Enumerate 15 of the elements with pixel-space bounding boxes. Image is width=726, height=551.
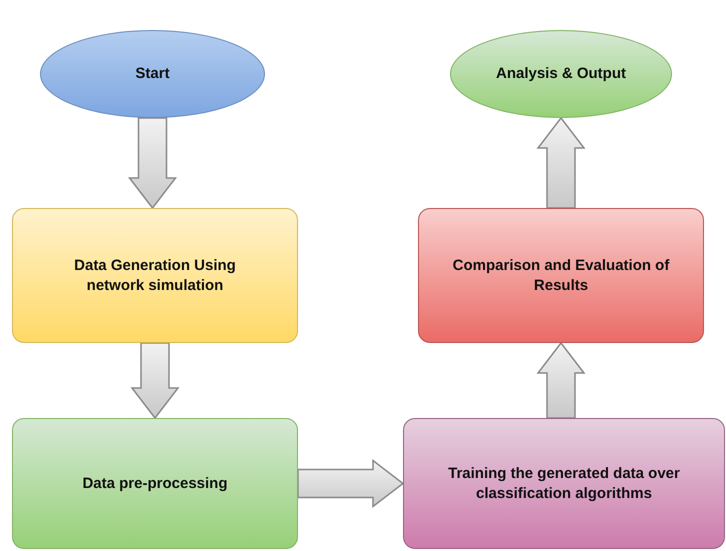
node-label: Analysis & Output	[496, 64, 626, 84]
node-label: Training the generated data over classification algorithms	[447, 464, 681, 503]
node-label: Data Generation Using network simulation	[73, 256, 237, 295]
block-arrow	[536, 116, 586, 209]
process-box	[12, 418, 298, 549]
node-label: Start	[135, 64, 170, 84]
block-arrow	[297, 458, 404, 508]
node-label: Comparison and Evaluation of Results	[452, 256, 670, 295]
process-box	[418, 208, 704, 343]
block-arrow	[536, 342, 586, 419]
block-arrow	[130, 342, 180, 420]
node-label: Data pre-processing	[82, 474, 228, 494]
block-arrow	[128, 117, 178, 210]
process-box	[12, 208, 298, 343]
process-box	[403, 418, 725, 549]
